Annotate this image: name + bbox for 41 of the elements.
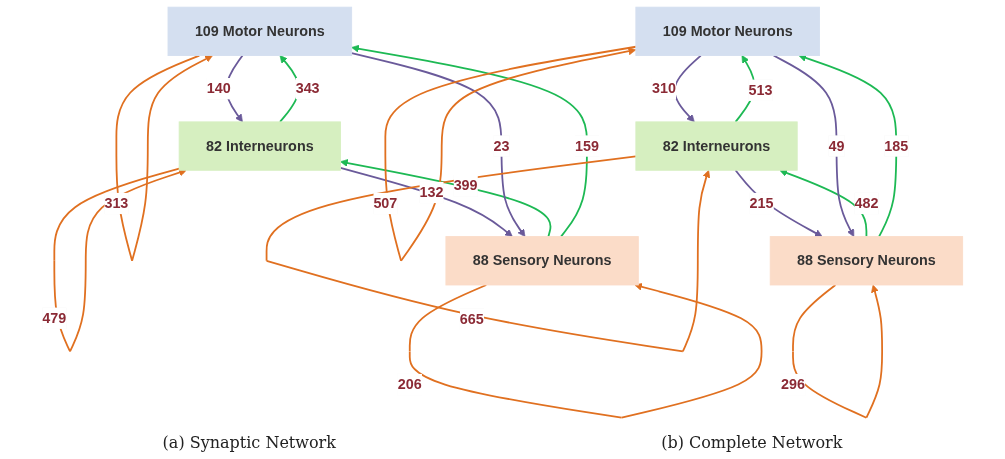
figure-caption: (b) Complete Network xyxy=(661,432,843,452)
edge-label: 482 xyxy=(854,195,879,211)
arrow xyxy=(734,169,823,237)
edge-label: 343 xyxy=(295,80,320,96)
edge-label: 206 xyxy=(397,376,422,392)
edge-label: 23 xyxy=(493,138,510,154)
edge-label: 310 xyxy=(651,80,676,96)
arrow xyxy=(798,54,898,238)
node-box: 88 Sensory Neurons xyxy=(445,236,639,286)
node-box: 109 Motor Neurons xyxy=(635,6,820,56)
edge-label: 479 xyxy=(42,310,67,326)
edge-label: 159 xyxy=(574,138,599,154)
edge-label: 507 xyxy=(373,195,398,211)
figure-caption: (a) Synaptic Network xyxy=(162,432,336,452)
edge-label: 185 xyxy=(884,138,909,154)
arrow xyxy=(350,52,526,237)
arrow xyxy=(408,282,763,419)
arrow xyxy=(225,54,244,123)
arrow xyxy=(772,54,855,237)
edge-label: 665 xyxy=(459,311,484,327)
node-box: 109 Motor Neurons xyxy=(167,6,353,56)
arrow xyxy=(779,169,868,238)
node-box: 88 Sensory Neurons xyxy=(769,236,964,286)
arrow xyxy=(384,45,637,262)
edge-label: 132 xyxy=(419,184,444,200)
arrow xyxy=(339,167,513,237)
arrow xyxy=(340,159,552,238)
edge-label: 215 xyxy=(749,195,774,211)
edge-label: 399 xyxy=(453,177,478,193)
node-box: 82 Interneurons xyxy=(178,121,341,171)
edge-label: 296 xyxy=(781,376,805,392)
node-box: 82 Interneurons xyxy=(635,121,798,171)
arrow xyxy=(115,54,213,262)
edge-label: 313 xyxy=(104,195,129,211)
arrow xyxy=(351,44,588,238)
edge-label: 49 xyxy=(828,138,845,154)
arrow xyxy=(265,155,711,353)
arrow xyxy=(792,284,884,419)
arrow xyxy=(53,167,187,353)
edge-label: 513 xyxy=(748,82,773,98)
edge-label: 140 xyxy=(206,80,231,96)
